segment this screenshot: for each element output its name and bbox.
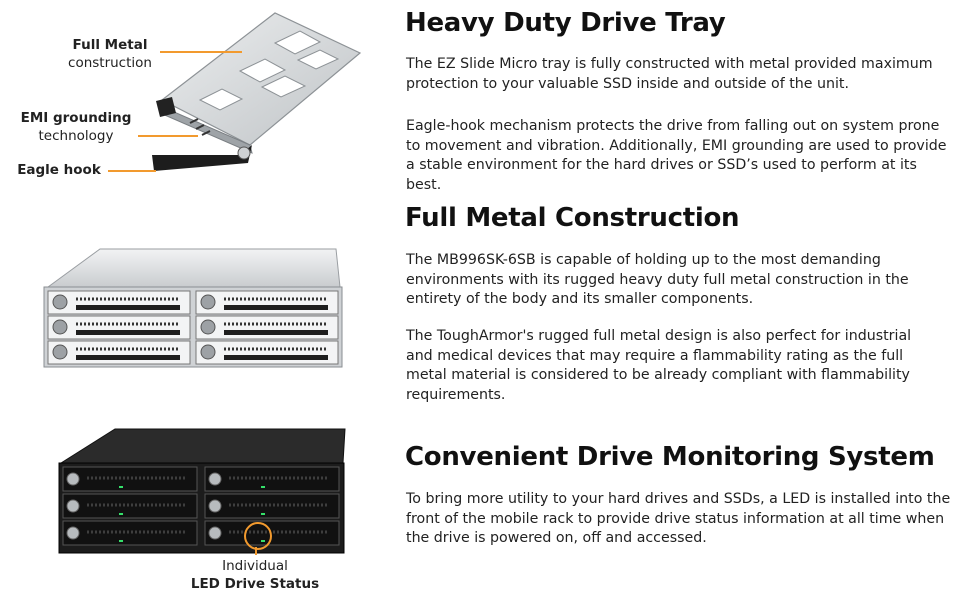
section-3-heading: Convenient Drive Monitoring System	[405, 442, 935, 472]
led-highlight-circle	[244, 522, 272, 550]
section-3-paragraph-1: To bring more utility to your hard drive…	[406, 491, 951, 546]
full-metal-callout-title: Full Metal	[72, 37, 148, 53]
emi-callout-title: EMI grounding	[20, 110, 132, 126]
silver-enclosure-image	[40, 245, 350, 370]
emi-leader-line	[138, 135, 198, 137]
section-1-heading: Heavy Duty Drive Tray	[405, 8, 726, 38]
eagle-hook-callout-title: Eagle hook	[17, 162, 101, 178]
emi-callout: EMI grounding technology	[12, 109, 140, 145]
led-callout-title: LED Drive Status	[190, 576, 320, 592]
black-enclosure-image	[55, 425, 350, 555]
full-metal-callout: Full Metal construction	[54, 36, 166, 72]
led-leader-line	[255, 547, 257, 555]
section-2-paragraph-1: The MB996SK-6SB is capable of holding up…	[406, 252, 909, 307]
led-callout: Individual LED Drive Status	[180, 557, 330, 593]
emi-callout-sub: technology	[38, 128, 114, 144]
eagle-hook-callout: Eagle hook	[10, 161, 108, 179]
full-metal-leader-line	[160, 51, 242, 53]
section-1-paragraph-2: Eagle-hook mechanism protects the drive …	[406, 118, 947, 193]
section-2-paragraph-2: The ToughArmor's rugged full metal desig…	[406, 328, 912, 403]
eagle-hook-leader-line	[108, 170, 156, 172]
led-callout-sub: Individual	[222, 558, 288, 574]
drive-tray-image	[140, 5, 370, 185]
section-1-paragraph-1: The EZ Slide Micro tray is fully constru…	[406, 56, 933, 92]
full-metal-callout-sub: construction	[68, 55, 152, 71]
section-2-heading: Full Metal Construction	[405, 203, 740, 233]
